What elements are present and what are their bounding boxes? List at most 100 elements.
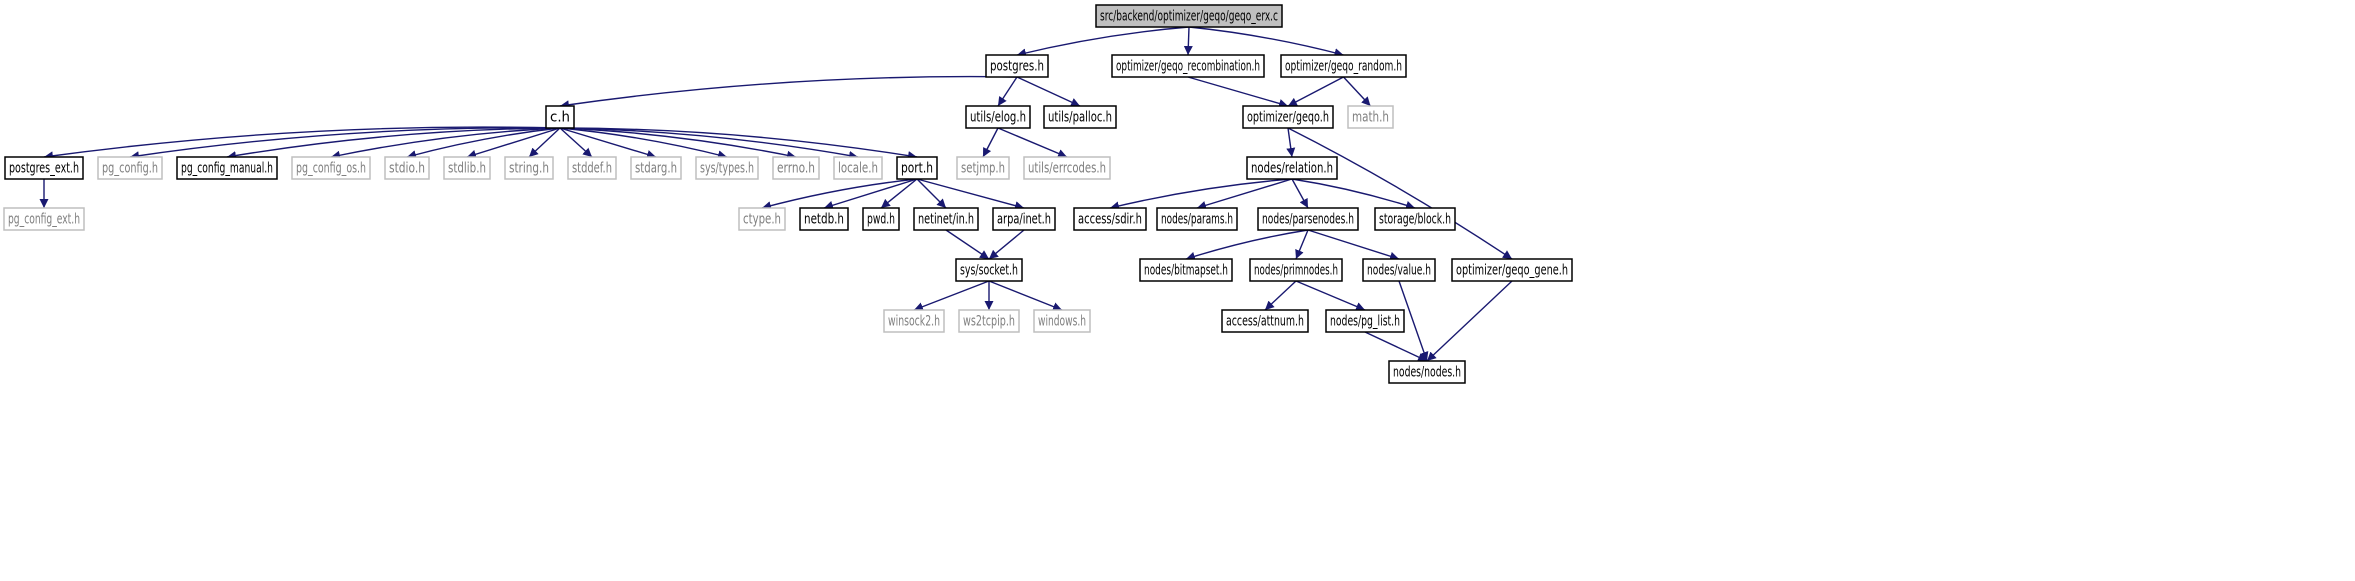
node-label: c.h bbox=[550, 110, 570, 126]
edge-nodes_relation_h-to-nodes_params_h bbox=[1196, 178, 1293, 210]
edge-nodes_primnodes_h-to-access_attnum_h bbox=[1264, 280, 1297, 311]
node-errno-h: errno.h bbox=[772, 156, 820, 180]
node-optimizer-geqo-h[interactable]: optimizer/geqo.h bbox=[1242, 105, 1334, 129]
edge-arrow bbox=[982, 127, 999, 158]
edge-nodes_relation_h-to-storage_block_h bbox=[1291, 178, 1416, 210]
edge-arrow bbox=[1264, 280, 1297, 311]
node-geqo-random-h[interactable]: optimizer/geqo_random.h bbox=[1280, 54, 1407, 78]
node-netdb-h[interactable]: netdb.h bbox=[799, 207, 849, 231]
node-postgres-ext-h[interactable]: postgres_ext.h bbox=[4, 156, 84, 180]
edge-geqo_random_h-to-math_h bbox=[1342, 76, 1372, 107]
node-utils-elog-h[interactable]: utils/elog.h bbox=[965, 105, 1031, 129]
node-box bbox=[1246, 156, 1338, 180]
edge-arrow bbox=[1183, 26, 1193, 56]
edge-arrow bbox=[1398, 280, 1429, 362]
node-geqo-recombination-h[interactable]: optimizer/geqo_recombination.h bbox=[1111, 54, 1265, 78]
node-label: nodes/relation.h bbox=[1251, 161, 1333, 177]
node-box bbox=[567, 156, 617, 180]
node-access-sdir-h[interactable]: access/sdir.h bbox=[1073, 207, 1147, 231]
node-label: postgres_ext.h bbox=[9, 161, 79, 177]
node-label: pg_config_os.h bbox=[296, 161, 366, 177]
node-label: nodes/bitmapset.h bbox=[1144, 263, 1228, 279]
node-box bbox=[443, 156, 491, 180]
node-box bbox=[630, 156, 682, 180]
node-label: netinet/in.h bbox=[918, 212, 974, 228]
edge-port_h-to-pwd_h bbox=[880, 178, 918, 209]
node-label: stdarg.h bbox=[635, 161, 677, 177]
node-label: nodes/nodes.h bbox=[1393, 365, 1461, 381]
node-box bbox=[1043, 105, 1117, 129]
node-geqo-gene-h[interactable]: optimizer/geqo_gene.h bbox=[1451, 258, 1573, 282]
node-root[interactable]: src/backend/optimizer/geqo/geqo_erx.c bbox=[1095, 4, 1283, 28]
edge-arrow bbox=[916, 178, 947, 209]
node-nodes-pg-list-h[interactable]: nodes/pg_list.h bbox=[1325, 309, 1405, 333]
node-label: sys/types.h bbox=[700, 161, 754, 177]
node-postgres-h[interactable]: postgres.h bbox=[985, 54, 1049, 78]
node-sys-socket-h[interactable]: sys/socket.h bbox=[955, 258, 1023, 282]
node-label: string.h bbox=[509, 161, 549, 177]
node-label: access/sdir.h bbox=[1078, 212, 1142, 228]
node-nodes-relation-h[interactable]: nodes/relation.h bbox=[1246, 156, 1338, 180]
edge-arrow bbox=[1016, 26, 1190, 58]
node-nodes-parsenodes-h[interactable]: nodes/parsenodes.h bbox=[1257, 207, 1359, 231]
node-c-h[interactable]: c.h bbox=[545, 105, 575, 129]
node-locale-h: locale.h bbox=[833, 156, 883, 180]
node-netinet-in-h[interactable]: netinet/in.h bbox=[913, 207, 979, 231]
node-label: port.h bbox=[901, 161, 933, 177]
node-arpa-inet-h[interactable]: arpa/inet.h bbox=[992, 207, 1056, 231]
edge-root-to-geqo_random_h bbox=[1188, 26, 1344, 58]
node-pwd-h[interactable]: pwd.h bbox=[862, 207, 900, 231]
node-port-h[interactable]: port.h bbox=[896, 156, 938, 180]
edge-c_h-to-pg_config_manual_h bbox=[226, 127, 561, 160]
node-pg-config-manual-h[interactable]: pg_config_manual.h bbox=[176, 156, 278, 180]
node-label: nodes/params.h bbox=[1161, 212, 1233, 228]
node-box bbox=[1451, 258, 1573, 282]
node-box bbox=[799, 207, 849, 231]
node-access-attnum-h[interactable]: access/attnum.h bbox=[1221, 309, 1309, 333]
edge-arrow bbox=[559, 127, 657, 159]
edge-arrow bbox=[559, 75, 1018, 110]
node-box bbox=[772, 156, 820, 180]
node-label: stdio.h bbox=[389, 161, 425, 177]
edge-arrow bbox=[559, 127, 797, 160]
edge-nodes_relation_h-to-access_sdir_h bbox=[1109, 178, 1293, 211]
node-label: pg_config.h bbox=[102, 161, 158, 177]
edge-c_h-to-errno_h bbox=[559, 127, 797, 160]
node-sys-types-h: sys/types.h bbox=[695, 156, 759, 180]
node-box bbox=[992, 207, 1056, 231]
edge-nodes_primnodes_h-to-nodes_pg_list_h bbox=[1295, 280, 1366, 311]
node-box bbox=[1374, 207, 1456, 231]
node-label: optimizer/geqo_recombination.h bbox=[1116, 59, 1260, 75]
node-box bbox=[833, 156, 883, 180]
node-label: nodes/parsenodes.h bbox=[1262, 212, 1354, 228]
node-label: locale.h bbox=[838, 161, 878, 177]
node-label: setjmp.h bbox=[961, 161, 1005, 177]
node-box bbox=[1280, 54, 1407, 78]
node-nodes-value-h[interactable]: nodes/value.h bbox=[1362, 258, 1436, 282]
node-box bbox=[738, 207, 786, 231]
edge-arrow bbox=[559, 127, 728, 160]
node-nodes-bitmapset-h[interactable]: nodes/bitmapset.h bbox=[1139, 258, 1233, 282]
edge-arrow bbox=[945, 229, 990, 260]
node-stdlib-h: stdlib.h bbox=[443, 156, 491, 180]
node-label: winsock2.h bbox=[888, 314, 940, 330]
node-label: access/attnum.h bbox=[1226, 314, 1304, 330]
node-nodes-nodes-h[interactable]: nodes/nodes.h bbox=[1388, 360, 1466, 384]
edge-nodes_parsenodes_h-to-nodes_primnodes_h bbox=[1295, 229, 1309, 260]
node-box bbox=[862, 207, 900, 231]
node-label: nodes/primnodes.h bbox=[1254, 263, 1338, 279]
node-label: errno.h bbox=[777, 161, 815, 177]
node-label: math.h bbox=[1352, 110, 1389, 126]
node-box bbox=[384, 156, 430, 180]
node-storage-block-h[interactable]: storage/block.h bbox=[1374, 207, 1456, 231]
node-label: stddef.h bbox=[572, 161, 612, 177]
node-string-h: string.h bbox=[504, 156, 554, 180]
edge-layer bbox=[39, 26, 1513, 362]
node-box bbox=[4, 156, 84, 180]
node-nodes-primnodes-h[interactable]: nodes/primnodes.h bbox=[1249, 258, 1343, 282]
edge-arrow bbox=[916, 178, 1025, 210]
node-nodes-params-h[interactable]: nodes/params.h bbox=[1156, 207, 1238, 231]
node-utils-palloc-h[interactable]: utils/palloc.h bbox=[1043, 105, 1117, 129]
node-label: optimizer/geqo_gene.h bbox=[1456, 263, 1568, 279]
